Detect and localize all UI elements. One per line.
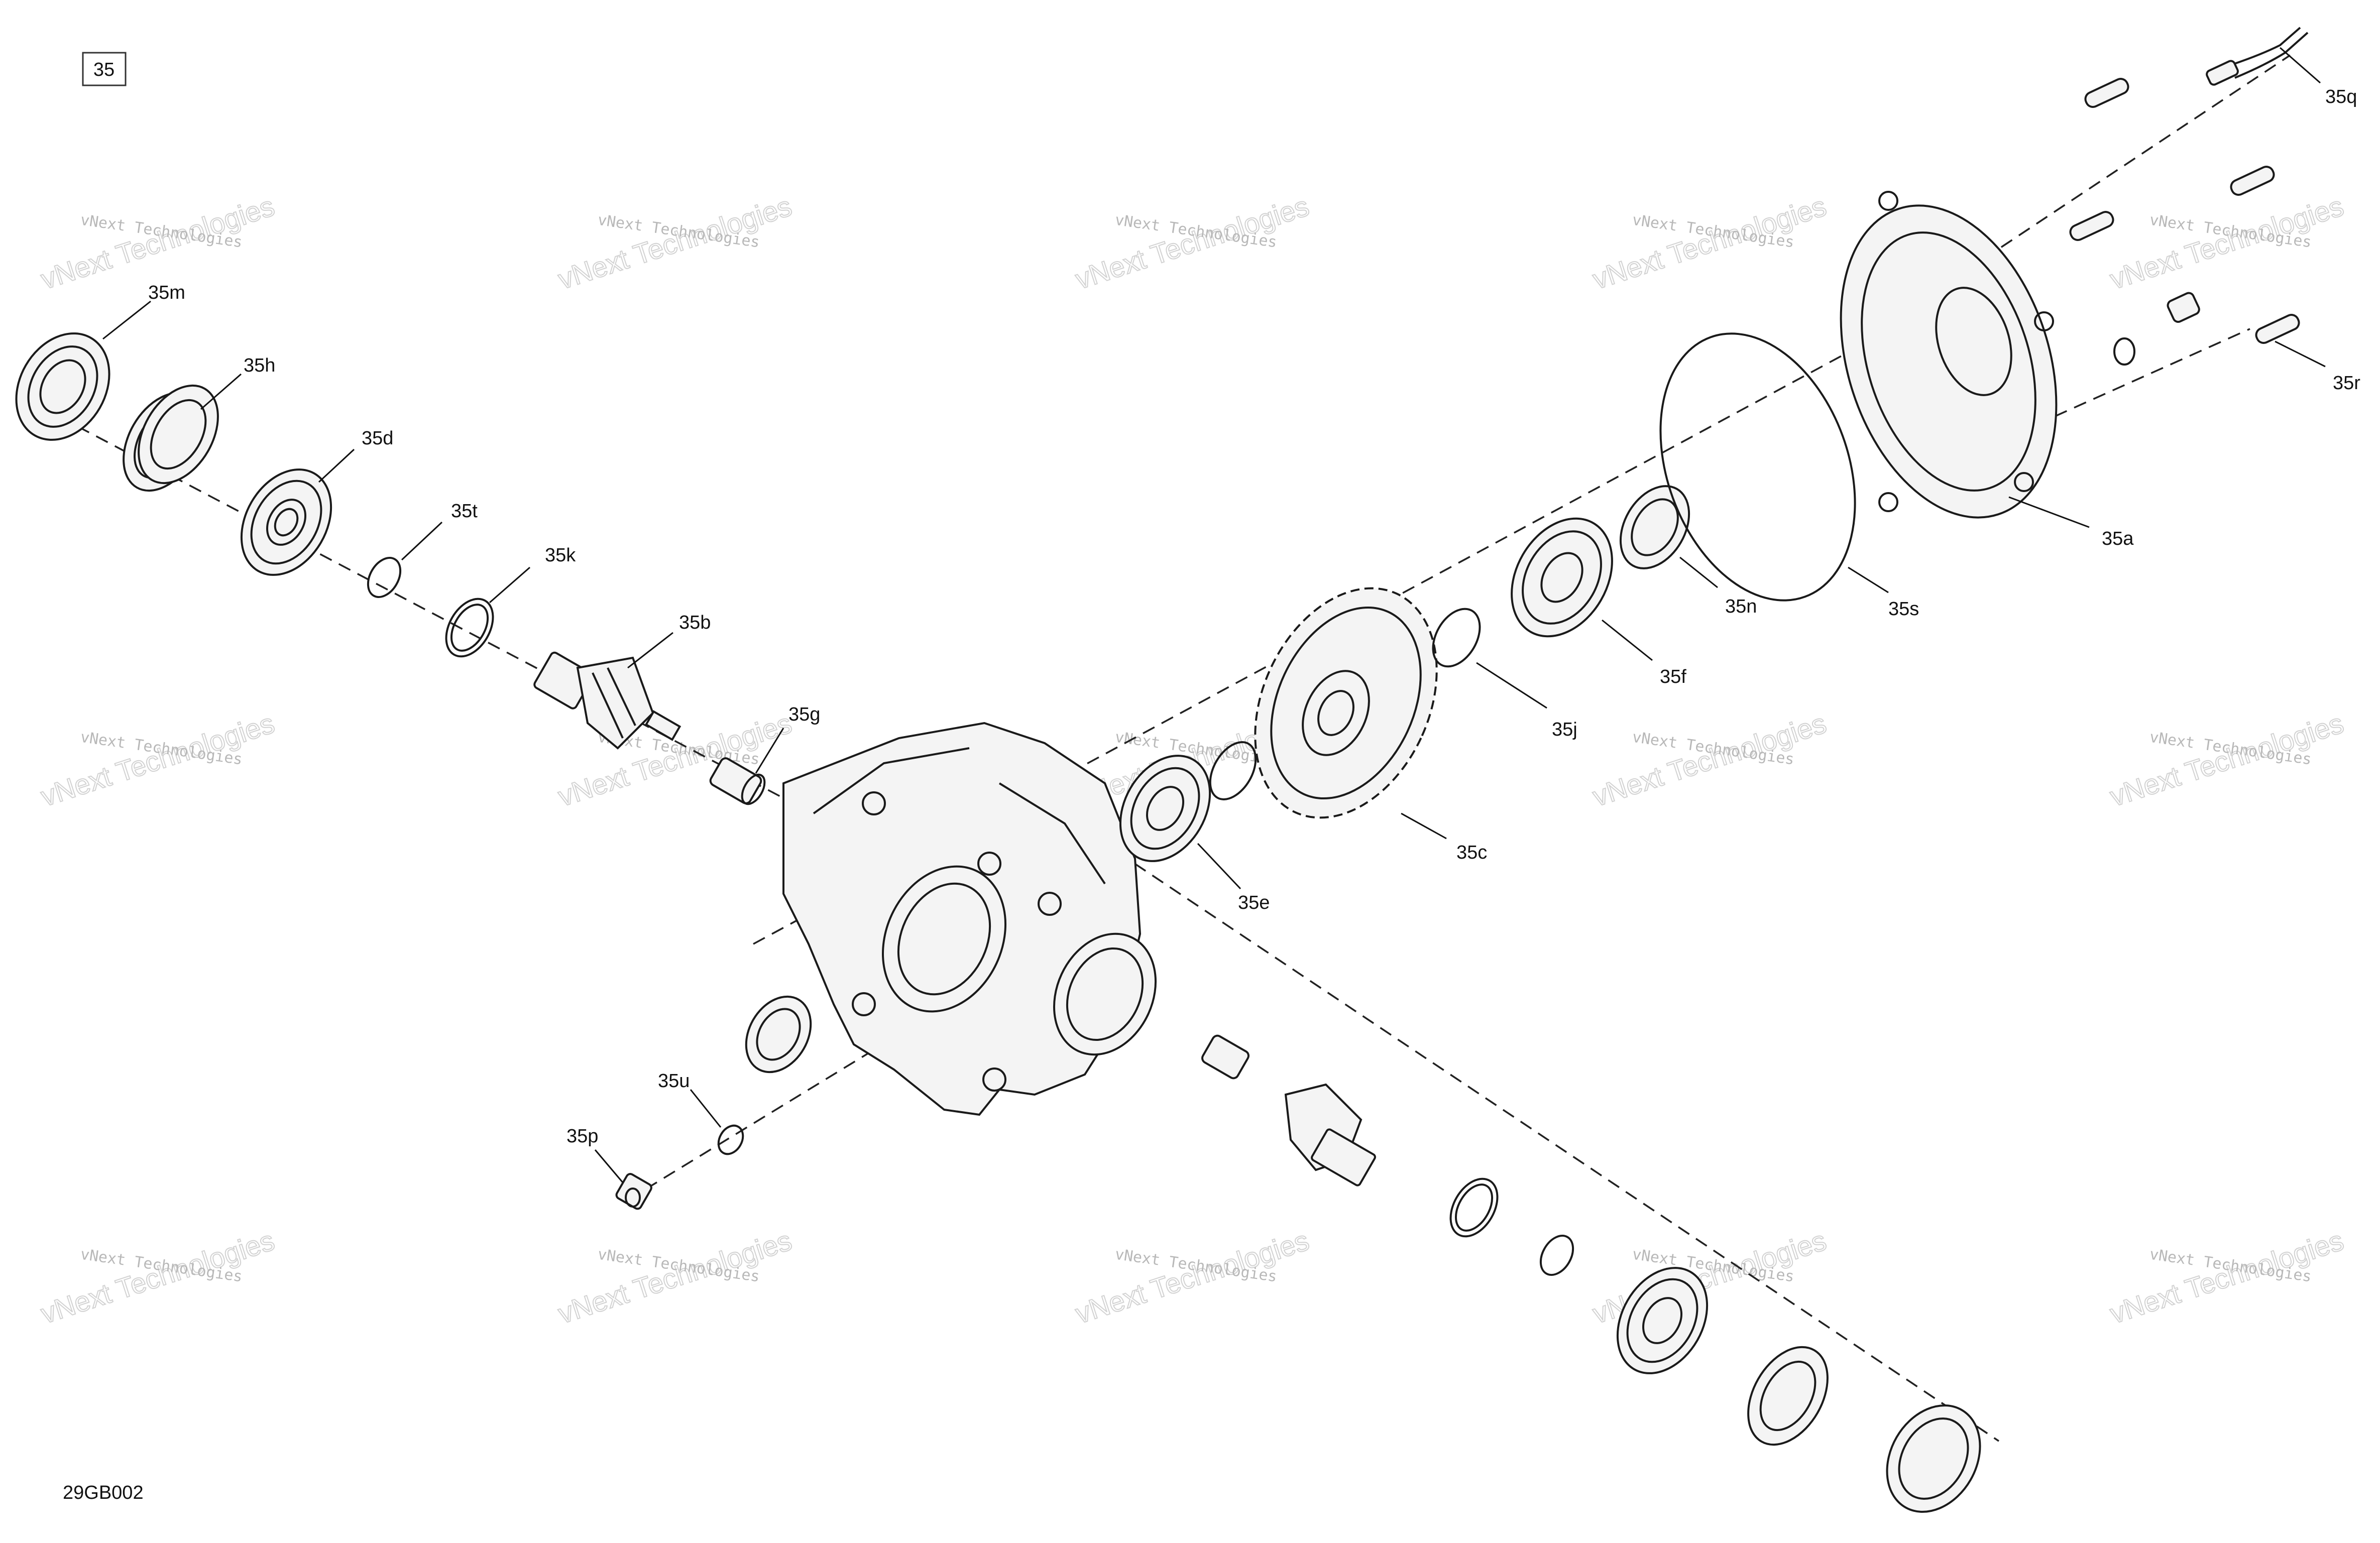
callout-35q: 35r: [2333, 373, 2360, 394]
callout-35k: 35k: [545, 545, 576, 566]
drain-plug-35p: [615, 1173, 652, 1210]
callout-35r: 35q: [2325, 86, 2357, 107]
needle-bearing-lower: [1201, 1034, 1250, 1080]
bolts-35q: [2069, 77, 2300, 366]
seal-35m: [1619, 485, 1690, 569]
callout-35h: 35h: [244, 355, 275, 376]
callout-35m: 35n: [1725, 596, 1757, 617]
figure-code: 29GB002: [63, 1482, 144, 1503]
shim-lower: [1449, 1177, 1499, 1238]
housing-seal: [745, 995, 812, 1074]
callout-35e: 35e: [1238, 892, 1270, 913]
section-number: 35: [93, 59, 115, 80]
callout-35f: 35f: [1660, 666, 1686, 687]
callout-35c: 35c: [1456, 842, 1487, 863]
callout-35t: 35t: [451, 501, 478, 522]
output-shaft: [1284, 1083, 1376, 1186]
cover-35a: [1840, 191, 2058, 519]
section-number-box: 35: [82, 52, 127, 86]
callout-leaders: [102, 47, 2326, 1183]
callout-35g: 35g: [788, 704, 820, 725]
callout-35p: 35p: [566, 1126, 598, 1147]
bearing-35d: [240, 468, 332, 576]
seal-35n: [15, 332, 110, 441]
seal-lower: [1886, 1404, 1981, 1513]
callout-35b: 35b: [679, 612, 711, 633]
callout-35j: 35j: [1552, 719, 1577, 740]
shim-35k: [445, 598, 494, 658]
bearing-35e: [1119, 755, 1211, 862]
callout-35d: 35d: [362, 428, 393, 449]
bearing-35f: [1511, 517, 1613, 638]
gearbox-housing: [782, 722, 1157, 1116]
needle-bearing-35g: [709, 757, 766, 805]
pinion-gear-35b: [533, 651, 682, 750]
bearing-lower: [1616, 1267, 1709, 1374]
bearing-race-lower: [1747, 1346, 1829, 1446]
ring-gear-35c: [1254, 587, 1438, 819]
circlip-lower: [1539, 1235, 1574, 1276]
shim-center: [1209, 741, 1257, 800]
vent-fitting-35r: [2206, 27, 2309, 86]
oring-35s: [1659, 332, 1856, 602]
callout-35n: 35m: [148, 282, 185, 303]
bearing-race-35h: [123, 384, 219, 492]
callout-35u: 35u: [658, 1071, 690, 1092]
circlip-35t: [367, 557, 402, 598]
callout-labels: 35m 35h 35d 35t 35k 35b 35g 35e 35c 35j …: [148, 86, 2360, 1147]
callout-35s: 35s: [1888, 599, 1919, 620]
shim-35j: [1432, 608, 1481, 668]
callout-35a: 35a: [2102, 528, 2134, 549]
oring-35u: [717, 1124, 744, 1155]
